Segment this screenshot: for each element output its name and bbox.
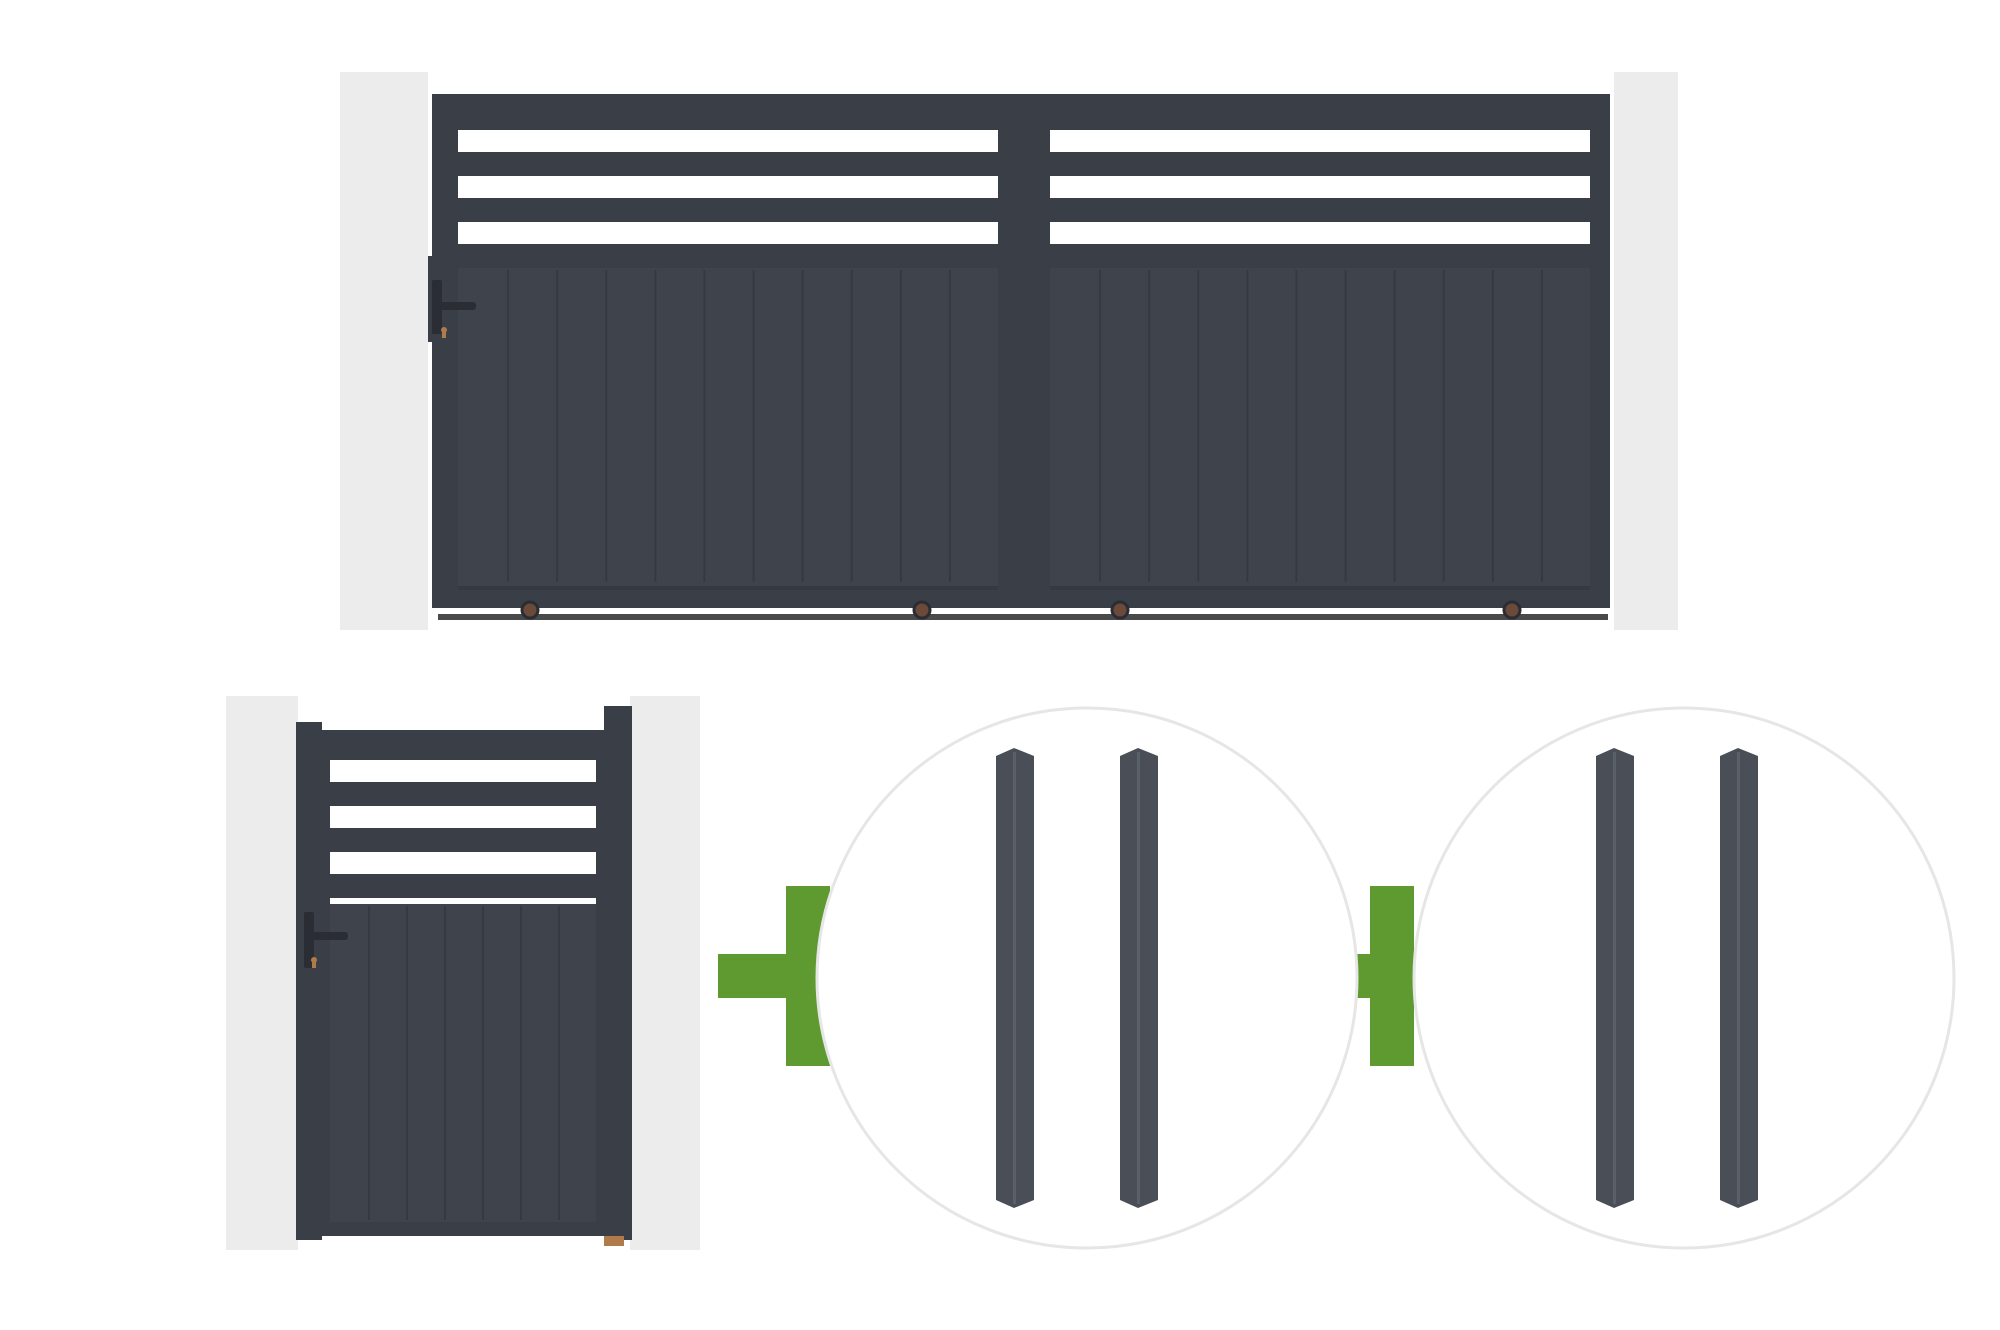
panel-board-groove bbox=[507, 270, 510, 582]
panel-board-groove bbox=[558, 906, 560, 1220]
sliding-gate-right-pillar bbox=[1614, 72, 1678, 630]
keyhole-icon bbox=[441, 327, 447, 338]
gate-post-edge bbox=[1137, 752, 1140, 1204]
panel-board-groove bbox=[1491, 270, 1494, 582]
panel-board-groove bbox=[1442, 270, 1445, 582]
panel-board-groove bbox=[368, 906, 370, 1220]
gate-post-edge bbox=[1737, 752, 1740, 1204]
keyhole-icon bbox=[311, 957, 317, 968]
sliding-gate-opening bbox=[1050, 130, 1590, 152]
panel-board-groove bbox=[1295, 270, 1298, 582]
pedestrian-gate-opening bbox=[330, 806, 596, 828]
panel-board-groove bbox=[948, 270, 951, 582]
panel-board-groove bbox=[850, 270, 853, 582]
panel-board-groove bbox=[899, 270, 902, 582]
gate-post-edge bbox=[1613, 752, 1616, 1204]
sliding-gate-wheel bbox=[520, 600, 540, 620]
sliding-gate-left-bottom-rail bbox=[458, 586, 998, 590]
panel-board-groove bbox=[801, 270, 804, 582]
sliding-gate-left-pillar bbox=[340, 72, 428, 630]
post-set-1-circle bbox=[815, 706, 1359, 1250]
panel-board-groove bbox=[406, 906, 408, 1220]
pedestrian-gate-opening bbox=[330, 760, 596, 782]
panel-board-groove bbox=[1393, 270, 1396, 582]
panel-board-groove bbox=[654, 270, 657, 582]
panel-board-groove bbox=[1540, 270, 1543, 582]
sliding-gate-opening bbox=[458, 176, 998, 198]
sliding-gate-opening bbox=[1050, 222, 1590, 244]
sliding-gate-opening bbox=[458, 130, 998, 152]
pedestrian-gate-bottom-hinge bbox=[604, 1236, 624, 1246]
sliding-gate-left-panel-boards bbox=[507, 270, 951, 582]
sliding-gate-wheel bbox=[1110, 600, 1130, 620]
pedestrian-gate-latch-post bbox=[296, 722, 322, 1240]
sliding-gate-opening bbox=[458, 222, 998, 244]
sliding-gate-opening bbox=[1050, 176, 1590, 198]
sliding-gate-right-panel-boards bbox=[1099, 270, 1543, 582]
sliding-gate-wheels bbox=[520, 600, 1522, 620]
post-set-1-posts bbox=[996, 748, 1158, 1208]
panel-board-groove bbox=[605, 270, 608, 582]
panel-board-groove bbox=[556, 270, 559, 582]
sliding-gate-rail bbox=[438, 614, 1608, 620]
pedestrian-gate-left-pillar bbox=[226, 696, 298, 1250]
panel-board-groove bbox=[482, 906, 484, 1220]
sliding-gate-right-panel bbox=[1050, 268, 1590, 586]
panel-board-groove bbox=[1344, 270, 1347, 582]
panel-board-groove bbox=[1148, 270, 1151, 582]
pedestrian-gate-opening bbox=[330, 852, 596, 874]
pedestrian-gate-panel-boards bbox=[368, 906, 560, 1220]
panel-board-groove bbox=[1246, 270, 1249, 582]
post-set-2 bbox=[1412, 706, 1956, 1250]
pedestrian-gate-right-pillar bbox=[630, 696, 700, 1250]
panel-board-groove bbox=[752, 270, 755, 582]
pedestrian-gate-assembly bbox=[226, 696, 700, 1250]
gate-post-edge bbox=[1013, 752, 1016, 1204]
pedestrian-gate-panel bbox=[330, 904, 596, 1222]
pedestrian-gate-hinge-post bbox=[604, 706, 632, 1240]
sliding-gate-right-bottom-rail bbox=[1050, 586, 1590, 590]
panel-board-groove bbox=[703, 270, 706, 582]
gate-handle-icon[interactable] bbox=[304, 912, 348, 968]
sliding-gate-assembly bbox=[340, 72, 1678, 630]
sliding-gate-center-mullion bbox=[1000, 94, 1048, 608]
gate-handle-icon[interactable] bbox=[432, 280, 476, 334]
post-set-2-posts bbox=[1596, 748, 1758, 1208]
panel-board-groove bbox=[1197, 270, 1200, 582]
panel-board-groove bbox=[444, 906, 446, 1220]
sliding-gate-wheel bbox=[1502, 600, 1522, 620]
sliding-gate-wheel bbox=[912, 600, 932, 620]
post-set-2-circle bbox=[1412, 706, 1956, 1250]
sliding-gate-left-panel bbox=[458, 268, 998, 586]
post-set-1 bbox=[815, 706, 1359, 1250]
panel-board-groove bbox=[1099, 270, 1102, 582]
panel-board-groove bbox=[520, 906, 522, 1220]
